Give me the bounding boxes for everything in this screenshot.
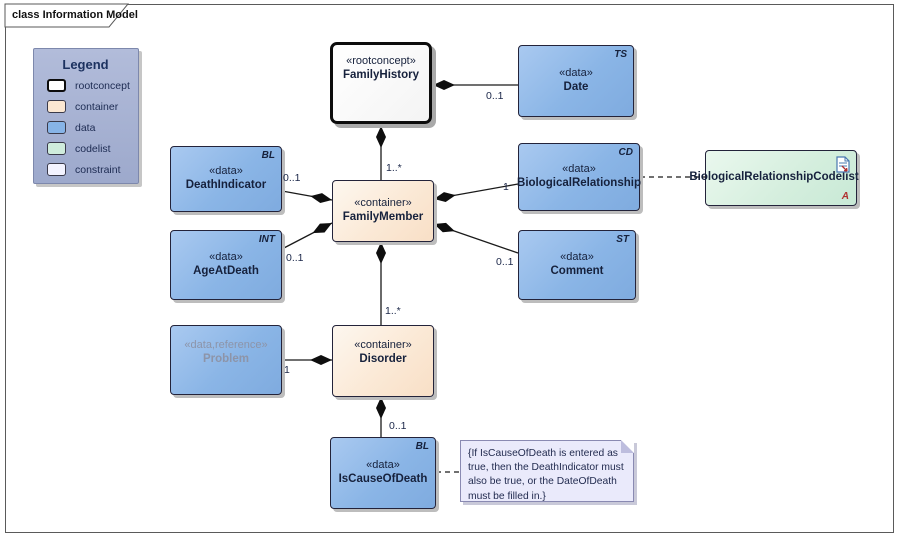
stereotype: «data» [366,459,400,472]
type-tag: TS [614,49,627,60]
node-name: AgeAtDeath [193,265,259,278]
constraint-note[interactable]: {If IsCauseOfDeath is entered as true, t… [460,440,634,502]
constraint-note-text: {If IsCauseOfDeath is entered as true, t… [468,448,624,502]
node-biologicalrelationship[interactable]: CD «data» BiologicalRelationship [517,143,641,211]
stereotype: «data,reference» [184,339,268,351]
diamond-familymember-deathindicator [310,193,332,203]
node-comment[interactable]: ST «data» Comment [518,230,636,300]
linked-document-icon [836,156,850,178]
node-deathindicator[interactable]: BL «data» DeathIndicator [170,146,282,212]
diamond-familyhistory-date [433,80,455,90]
node-name: BiologicalRelationshipCodelist [689,171,859,184]
diagram-tab [4,3,130,28]
stereotype: «data» [559,67,593,80]
stereotype: «container» [354,339,412,351]
legend-item-data: data [47,121,138,134]
codelist-swatch [47,142,66,155]
node-familymember[interactable]: «container» FamilyMember [332,180,434,242]
node-name: Date [563,81,589,94]
stereotype: «rootconcept» [346,55,416,67]
type-tag: BL [415,441,429,452]
diamond-familymember-biologicalrelationship [434,192,456,203]
node-iscauseofdeath[interactable]: BL «data» IsCauseOfDeath [330,437,436,509]
stereotype: «container» [354,197,412,210]
legend-item-label: constraint [75,163,121,176]
node-problem[interactable]: «data,reference» Problem [170,325,282,395]
legend-item-codelist: codelist [47,142,138,155]
multiplicity-comment: 0..1 [496,256,514,268]
multiplicity-biologicalrelationship: 1 [503,181,509,193]
legend-title: Legend [62,57,109,72]
multiplicity-problem: 1 [284,364,290,376]
node-name: Comment [550,265,604,278]
multiplicity-disorder: 1..* [385,305,401,317]
node-name: FamilyMember [342,211,424,224]
constraint-swatch [47,163,66,176]
diamond-familyhistory-familymember [376,126,386,148]
container-swatch [47,100,66,113]
node-biologicalrelationshipcodelist[interactable]: BiologicalRelationshipCodelist A [689,150,859,206]
diamond-familymember-comment [434,222,455,233]
stereotype: «data» [562,163,596,176]
codelist-letter: A [841,191,849,202]
node-name: IsCauseOfDeath [338,473,428,486]
stereotype: «data» [209,251,243,264]
legend-item-label: codelist [75,142,111,155]
legend-item-label: container [75,100,119,113]
node-name: Problem [202,353,249,366]
type-tag: ST [616,234,629,245]
legend-item-constraint: constraint [47,163,138,176]
node-name: DeathIndicator [185,179,267,192]
multiplicity-date: 0..1 [486,90,504,102]
node-familyhistory[interactable]: «rootconcept» FamilyHistory [330,42,432,124]
node-disorder[interactable]: «container» Disorder [332,325,434,397]
type-tag: CD [618,147,633,158]
multiplicity-familymember: 1..* [386,162,402,174]
legend-item-rootconcept: rootconcept [47,79,138,92]
composition-diamonds [310,80,456,419]
multiplicity-iscauseofdeath: 0..1 [389,420,407,432]
legend-item-container: container [47,100,138,113]
node-name: Disorder [359,353,407,366]
diamond-disorder-iscauseofdeath [376,397,386,419]
multiplicity-ageatdeath: 0..1 [286,252,304,264]
diagram-title: class Information Model [12,9,138,21]
multiplicity-deathindicator: 0..1 [283,172,301,184]
legend: Legend rootconcept container data codeli… [33,48,139,184]
node-ageatdeath[interactable]: INT «data» AgeAtDeath [170,230,282,300]
node-date[interactable]: TS «data» Date [518,45,634,117]
type-tag: BL [261,150,275,161]
diagram-frame [5,4,894,533]
stereotype: «data» [209,165,243,178]
diamond-familymember-disorder [376,242,386,264]
diamond-disorder-problem [310,355,332,365]
data-swatch [47,121,66,134]
stereotype: «data» [560,251,594,264]
node-name: BiologicalRelationship [517,177,641,190]
diamond-familymember-ageatdeath [312,223,332,234]
rootconcept-swatch [47,79,66,92]
type-tag: INT [258,234,275,245]
legend-item-label: data [75,121,96,134]
node-name: FamilyHistory [342,69,420,82]
dashed-lines [436,176,705,473]
legend-item-label: rootconcept [75,79,130,92]
